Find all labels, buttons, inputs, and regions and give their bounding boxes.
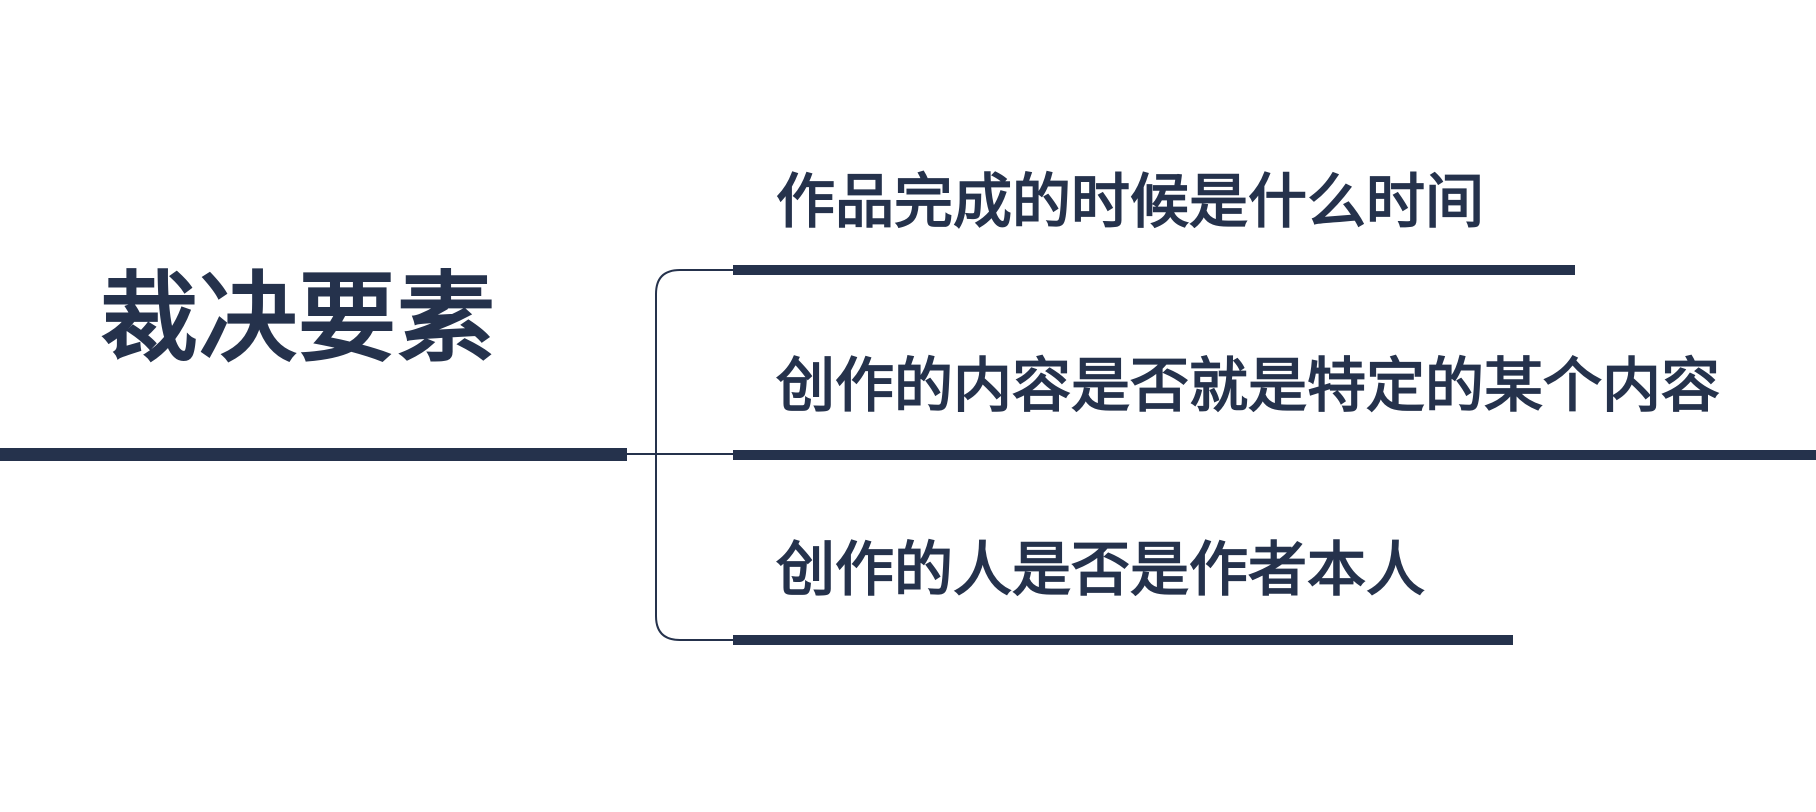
branch-topic-underline-2 bbox=[733, 450, 1816, 460]
branch-topic-underline-3 bbox=[733, 635, 1513, 645]
connector-spine-top bbox=[655, 269, 733, 454]
branch-topic-label-3: 创作的人是否是作者本人 bbox=[776, 535, 1426, 604]
branch-topic-label-2: 创作的内容是否就是特定的某个内容 bbox=[776, 351, 1721, 420]
root-topic-label: 裁决要素 bbox=[100, 262, 497, 376]
branch-topic-underline-1 bbox=[733, 265, 1575, 275]
connector-spine-bottom bbox=[655, 454, 733, 641]
root-topic-underline bbox=[0, 448, 627, 461]
branch-topic-label-1: 作品完成的时候是什么时间 bbox=[776, 167, 1485, 236]
